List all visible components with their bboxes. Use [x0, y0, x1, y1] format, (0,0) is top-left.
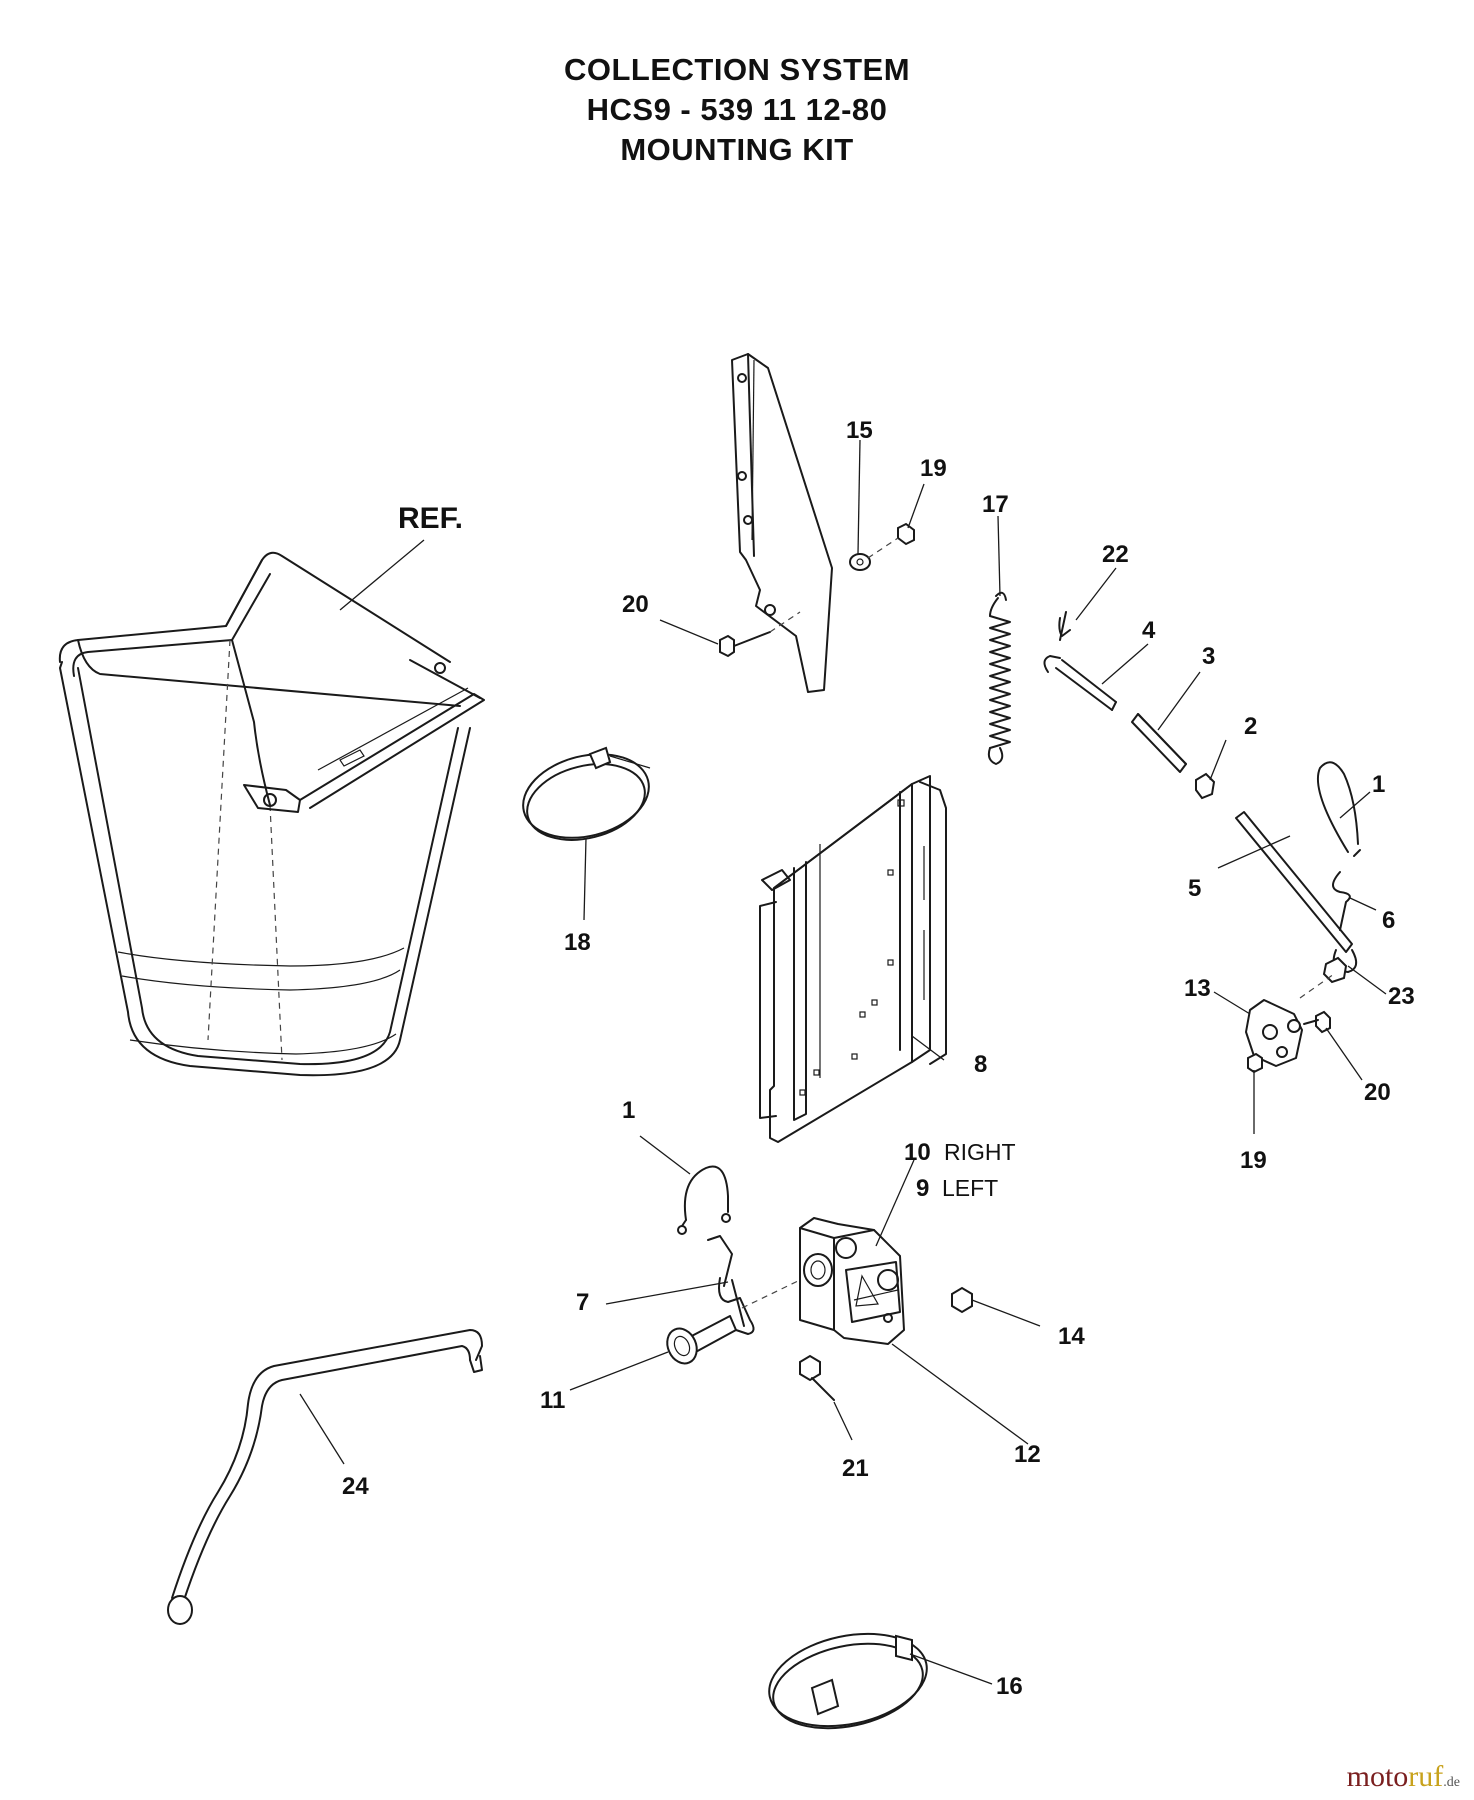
ref-label: REF.: [398, 502, 463, 535]
bag-rod-drawing: [167, 1329, 483, 1625]
callout-9: 9: [916, 1175, 929, 1202]
callout-1-upper: 1: [1372, 771, 1385, 798]
bracket-assembly-drawing: [719, 353, 915, 693]
callout-15: 15: [846, 417, 873, 444]
callout-13: 13: [1184, 975, 1211, 1002]
callout-18: 18: [564, 929, 591, 956]
watermark-tld: .de: [1443, 1775, 1460, 1790]
callout-19-upper: 19: [920, 455, 947, 482]
callout-7: 7: [576, 1289, 589, 1316]
linkage-rods-drawing: [1043, 611, 1353, 953]
callout-leader-lines: [299, 439, 1387, 1685]
collection-bag-drawing: [58, 551, 485, 1077]
callout-5: 5: [1188, 875, 1201, 902]
hose-clamp-18-drawing: [522, 746, 651, 841]
callout-16: 16: [996, 1673, 1023, 1700]
upper-right-clips-drawing: [1316, 761, 1361, 984]
spring-drawing: [987, 591, 1011, 765]
callout-21: 21: [842, 1455, 869, 1482]
callout-3: 3: [1202, 643, 1215, 670]
callout-14: 14: [1058, 1323, 1085, 1350]
callout-24: 24: [342, 1473, 369, 1500]
callout-2: 2: [1244, 713, 1257, 740]
callout-10: 10: [904, 1139, 931, 1166]
label-left: LEFT: [942, 1175, 998, 1201]
callout-6: 6: [1382, 907, 1395, 934]
callout-labels: REF. 15 19 20 17 22 4 3 2 1 5 6 23 13 20…: [342, 417, 1415, 1700]
callout-22: 22: [1102, 541, 1129, 568]
callout-4: 4: [1142, 617, 1156, 644]
callout-12: 12: [1014, 1441, 1041, 1468]
mounting-plate-drawing: [759, 775, 947, 1143]
title-line-3: MOUNTING KIT: [620, 132, 854, 167]
hose-clamp-16-drawing: [768, 1632, 928, 1730]
title-line-1: COLLECTION SYSTEM: [563, 52, 911, 87]
callout-23: 23: [1388, 983, 1415, 1010]
lever-plate-drawing: [1245, 973, 1335, 1074]
callout-11: 11: [540, 1387, 565, 1414]
watermark-name-1: moto: [1346, 1760, 1409, 1793]
callout-20-left: 20: [622, 591, 649, 618]
callout-20-right: 20: [1364, 1079, 1391, 1106]
callout-1-lower: 1: [622, 1097, 635, 1124]
lower-latch-drawing: [666, 1165, 973, 1401]
callout-19-lower: 19: [1240, 1147, 1267, 1174]
callout-17: 17: [982, 491, 1009, 518]
watermark-name-2: ruf: [1408, 1760, 1444, 1793]
label-right: RIGHT: [944, 1139, 1016, 1165]
watermark-logo: motoruf.de: [1347, 1760, 1460, 1800]
callout-8: 8: [974, 1051, 987, 1078]
title-line-2: HCS9 - 539 11 12-80: [586, 92, 888, 127]
